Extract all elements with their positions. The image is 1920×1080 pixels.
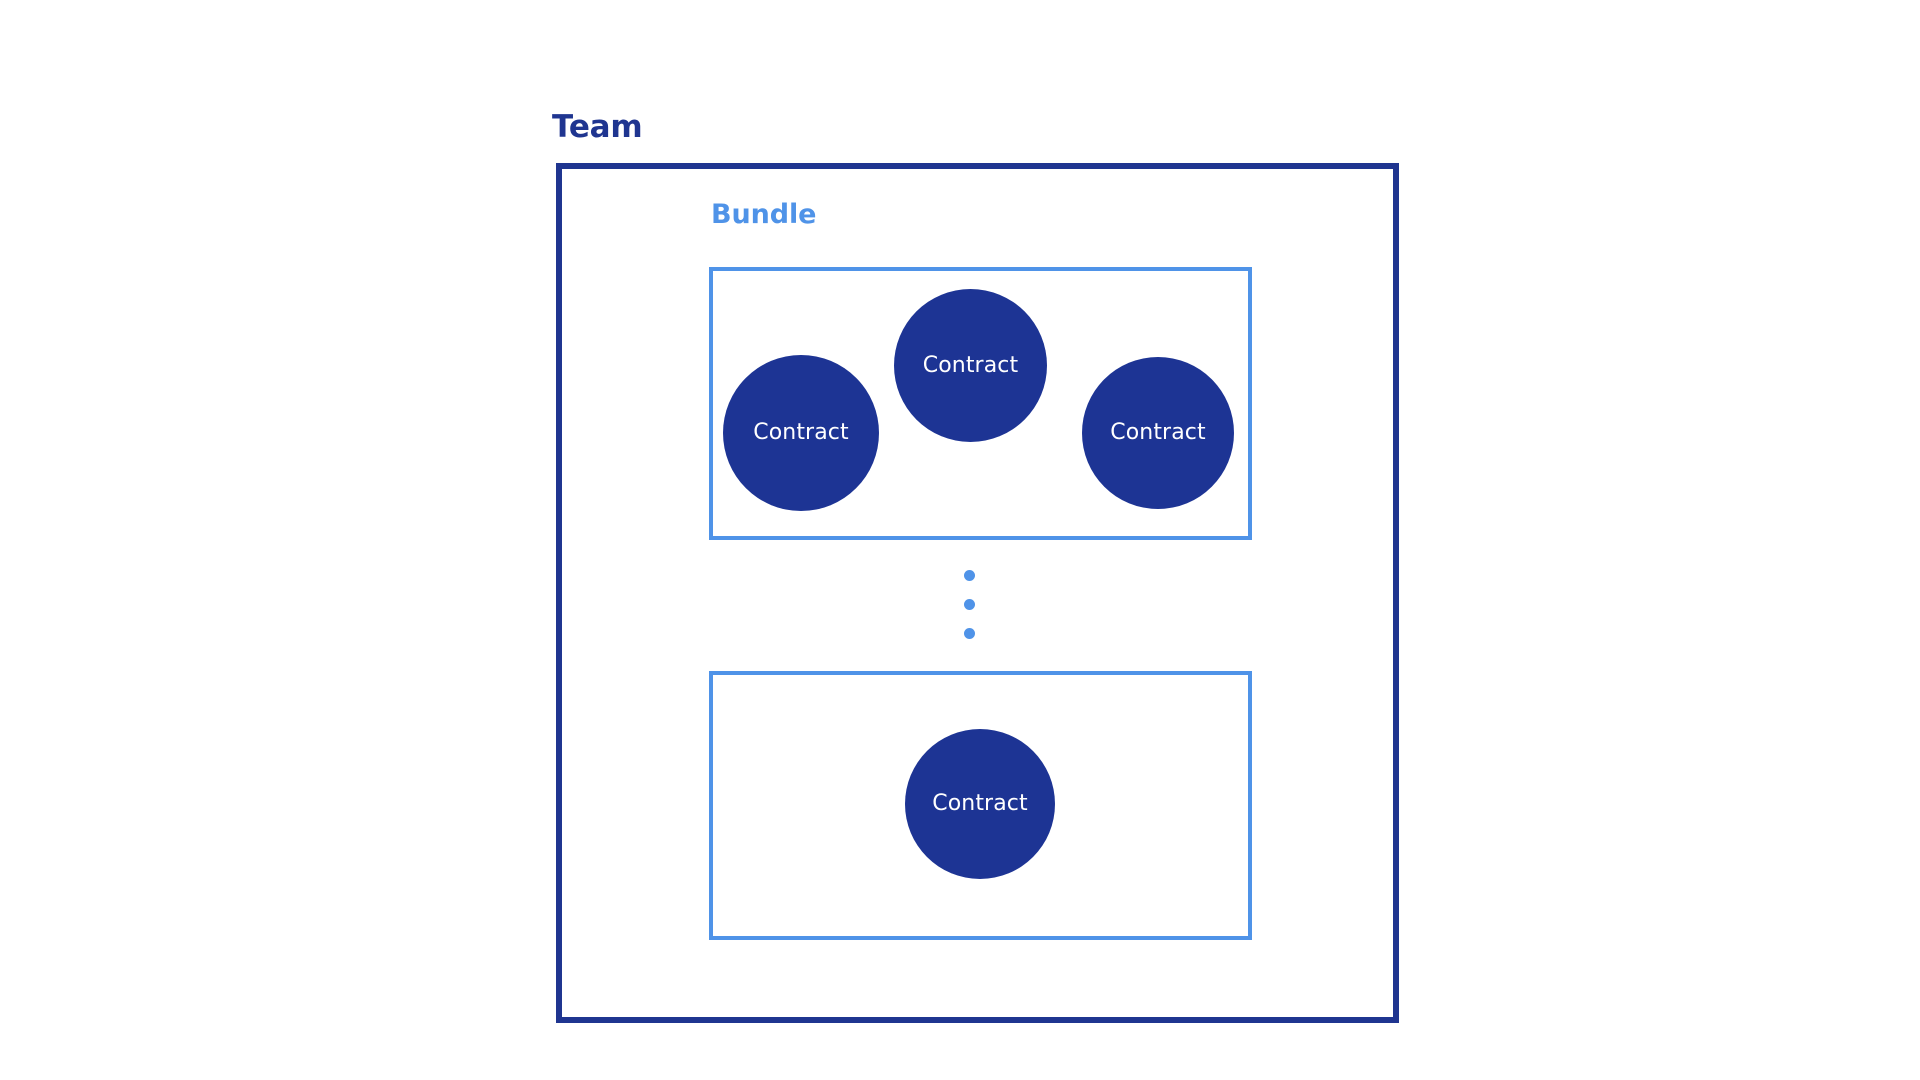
vertical-ellipsis-icon	[964, 570, 975, 639]
bundle-group-label: Bundle	[711, 199, 817, 230]
contract-node[interactable]: Contract	[1082, 357, 1234, 509]
team-group-label: Team	[552, 109, 643, 145]
ellipsis-dot	[964, 599, 975, 610]
contract-node[interactable]: Contract	[905, 729, 1055, 879]
ellipsis-dot	[964, 570, 975, 581]
contract-node[interactable]: Contract	[894, 289, 1047, 442]
ellipsis-dot	[964, 628, 975, 639]
contract-node[interactable]: Contract	[723, 355, 879, 511]
